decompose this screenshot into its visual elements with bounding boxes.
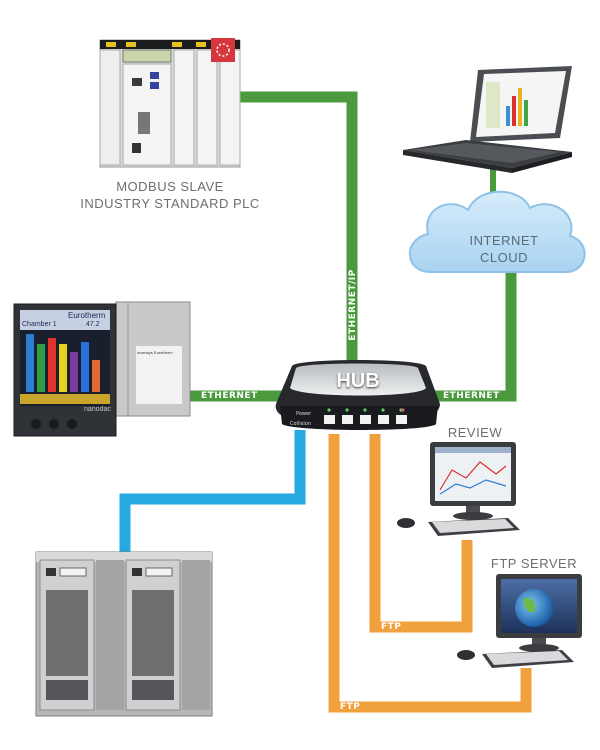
review-link-label: FTP bbox=[381, 622, 402, 632]
recorder-side-label: Invensys Eurotherm bbox=[137, 350, 173, 355]
ftp-server-label: FTP SERVER bbox=[490, 556, 578, 571]
plc-label-line2: INDUSTRY STANDARD PLC bbox=[80, 196, 260, 211]
cloud-label: INTERNET CLOUD bbox=[446, 232, 562, 266]
server-wire bbox=[119, 430, 306, 560]
laptop bbox=[403, 66, 572, 173]
ftp-server-wire bbox=[328, 434, 532, 713]
nanodac-recorder bbox=[13, 301, 191, 437]
plc-label-line1: MODBUS SLAVE bbox=[116, 179, 224, 194]
cloud-ethernet-wire bbox=[420, 272, 517, 402]
network-hub bbox=[275, 360, 440, 430]
hub-collision-label: Collision bbox=[290, 421, 311, 427]
plc-rack bbox=[99, 38, 241, 168]
ftp-server-workstation bbox=[457, 574, 582, 668]
recorder-brand: Eurotherm bbox=[68, 311, 106, 320]
plc-label: MODBUS SLAVE INDUSTRY STANDARD PLC bbox=[50, 178, 290, 212]
server-racks bbox=[35, 551, 213, 717]
review-label: REVIEW bbox=[447, 425, 503, 440]
cloud-link-label: ETHERNET bbox=[443, 391, 500, 401]
recorder-channel: Chamber 1 bbox=[22, 321, 57, 328]
hub-label: HUB bbox=[336, 370, 380, 392]
cloud-label-line1: INTERNET bbox=[469, 233, 539, 248]
plc-ethernet-wire bbox=[238, 91, 358, 366]
recorder-link-label: ETHERNET bbox=[201, 391, 258, 401]
plc-link-label: ETHERNET/IP bbox=[348, 269, 358, 341]
recorder-model: nanodac bbox=[84, 406, 111, 413]
hub-power-label: Power bbox=[296, 411, 312, 417]
internet-cloud bbox=[408, 190, 586, 273]
review-ftp-wire bbox=[369, 434, 473, 633]
hub-ports bbox=[324, 408, 407, 424]
cloud-label-line2: CLOUD bbox=[479, 250, 528, 265]
wires bbox=[119, 91, 532, 713]
server-link-label: FTP bbox=[340, 702, 361, 712]
recorder-reading: 47.2 bbox=[86, 321, 100, 328]
review-workstation bbox=[397, 442, 520, 536]
